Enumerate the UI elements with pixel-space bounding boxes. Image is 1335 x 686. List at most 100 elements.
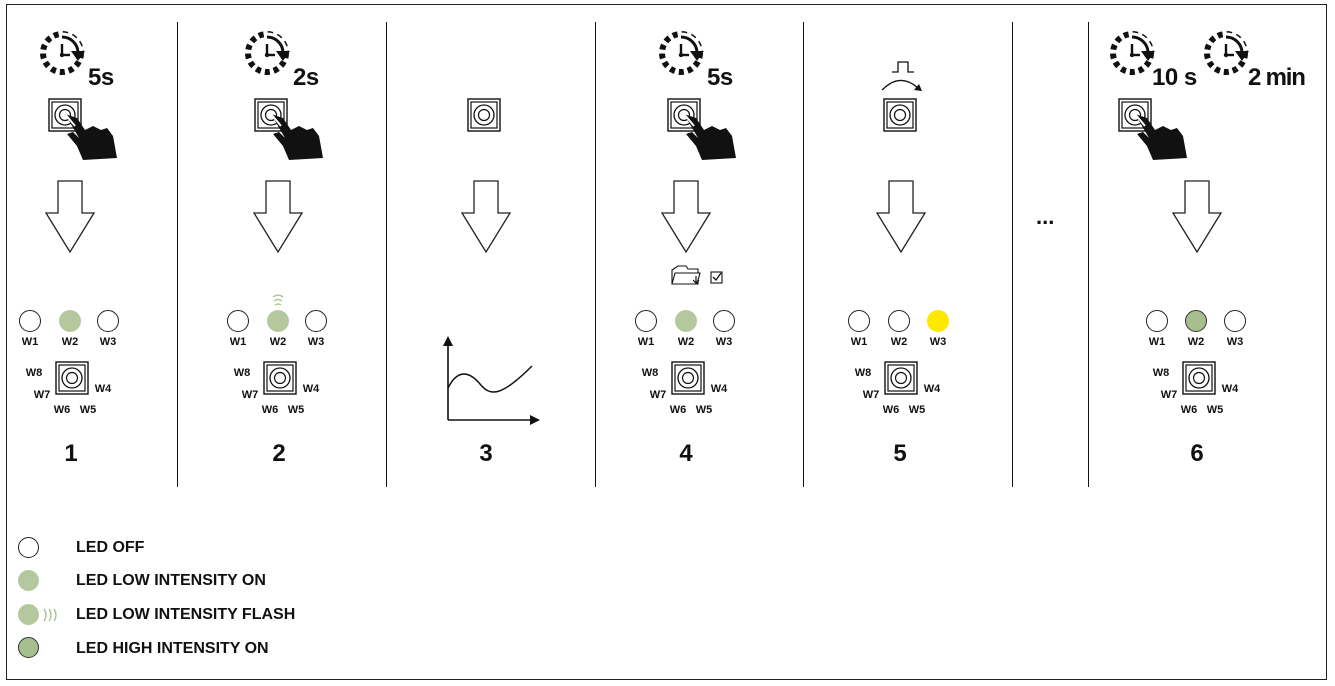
hand-press-icon (64, 113, 117, 160)
led-label-w7: W7 (33, 389, 51, 401)
led-label-w6: W6 (669, 404, 687, 416)
down-arrow-icon (252, 180, 304, 254)
legend-led-high-on: LED HIGH INTENSITY ON (76, 640, 269, 657)
step-number: 1 (64, 440, 78, 467)
led-label-w3: W3 (1226, 336, 1244, 348)
timer-duration: 2 min (1248, 64, 1306, 91)
led-label-w1: W1 (21, 336, 39, 348)
legend-led-low-flash: LED LOW INTENSITY FLASH (76, 606, 296, 623)
led-label-w3: W3 (929, 336, 947, 348)
push-button-icon (263, 361, 297, 395)
led-label-w6: W6 (53, 404, 71, 416)
step-number: 2 (272, 440, 286, 467)
timer-icon (40, 31, 85, 75)
timer-duration: 2s (293, 64, 319, 91)
push-button-icon (467, 98, 501, 132)
timer-icon (1204, 31, 1249, 75)
column-separator (177, 22, 178, 487)
led-label-w5: W5 (287, 404, 305, 416)
flash-waves-icon (43, 608, 57, 622)
led-label-w4: W4 (1221, 383, 1239, 395)
led-label-w8: W8 (25, 367, 43, 379)
led-label-w2: W2 (677, 336, 695, 348)
led-label-w4: W4 (94, 383, 112, 395)
led-label-w8: W8 (854, 367, 872, 379)
led-label-w1: W1 (637, 336, 655, 348)
push-button-icon (883, 98, 917, 132)
led-label-w4: W4 (923, 383, 941, 395)
led-w2-low (675, 310, 697, 332)
led-label-w7: W7 (862, 389, 880, 401)
graph-icon (443, 336, 540, 425)
led-label-w2: W2 (269, 336, 287, 348)
legend-led-low-on: LED LOW INTENSITY ON (76, 572, 266, 589)
sequence-ellipsis: ... (1036, 204, 1055, 229)
led-label-w7: W7 (649, 389, 667, 401)
down-arrow-icon (660, 180, 712, 254)
down-arrow-icon (44, 180, 96, 254)
led-w3-off (713, 310, 735, 332)
legend-led-off-swatch (18, 537, 39, 558)
column-separator (386, 22, 387, 487)
legend-led-high-swatch (18, 637, 39, 658)
timer-icon (245, 31, 290, 75)
led-label-w1: W1 (1148, 336, 1166, 348)
legend-led-off: LED OFF (76, 539, 145, 556)
led-label-w7: W7 (1160, 389, 1178, 401)
step-number: 4 (679, 440, 693, 467)
down-arrow-icon (1171, 180, 1223, 254)
push-button-icon (1182, 361, 1216, 395)
led-label-w8: W8 (1152, 367, 1170, 379)
led-label-w7: W7 (241, 389, 259, 401)
timer-duration: 10 s (1152, 64, 1197, 91)
column-separator (1012, 22, 1013, 487)
column-separator (803, 22, 804, 487)
led-w1-off (19, 310, 41, 332)
step-number: 5 (893, 440, 907, 467)
led-label-w6: W6 (1180, 404, 1198, 416)
led-w2-low (59, 310, 81, 332)
led-w1-off (227, 310, 249, 332)
led-w1-off (848, 310, 870, 332)
push-button-icon (671, 361, 705, 395)
step-number: 6 (1190, 440, 1204, 467)
led-label-w3: W3 (99, 336, 117, 348)
column-separator (595, 22, 596, 487)
led-w1-off (635, 310, 657, 332)
led-w3-off (97, 310, 119, 332)
save-folder-icon (671, 265, 723, 285)
down-arrow-icon (460, 180, 512, 254)
pulse-rotation-icon (881, 61, 922, 91)
diagram-frame (6, 4, 1327, 680)
led-label-w2: W2 (1187, 336, 1205, 348)
led-label-w5: W5 (1206, 404, 1224, 416)
led-label-w6: W6 (261, 404, 279, 416)
legend-led-low-swatch (18, 570, 39, 591)
led-label-w8: W8 (641, 367, 659, 379)
led-w3-off (305, 310, 327, 332)
timer-icon (659, 31, 704, 75)
led-label-w3: W3 (715, 336, 733, 348)
step-number: 3 (479, 440, 493, 467)
timer-icon (1110, 31, 1155, 75)
led-label-w5: W5 (908, 404, 926, 416)
push-button-icon (55, 361, 89, 395)
led-w3-yellow (927, 310, 949, 332)
led-label-w4: W4 (710, 383, 728, 395)
led-w2-high (1185, 310, 1207, 332)
timer-duration: 5s (707, 64, 733, 91)
led-label-w5: W5 (79, 404, 97, 416)
push-button-icon (884, 361, 918, 395)
hand-press-icon (1134, 113, 1187, 160)
column-separator (1088, 22, 1089, 487)
flash-waves-icon (272, 294, 284, 306)
led-label-w2: W2 (61, 336, 79, 348)
led-label-w2: W2 (890, 336, 908, 348)
down-arrow-icon (875, 180, 927, 254)
legend-led-flash-swatch (18, 604, 39, 625)
hand-press-icon (683, 113, 736, 160)
led-w3-off (1224, 310, 1246, 332)
hand-press-icon (270, 113, 323, 160)
timer-duration: 5s (88, 64, 114, 91)
